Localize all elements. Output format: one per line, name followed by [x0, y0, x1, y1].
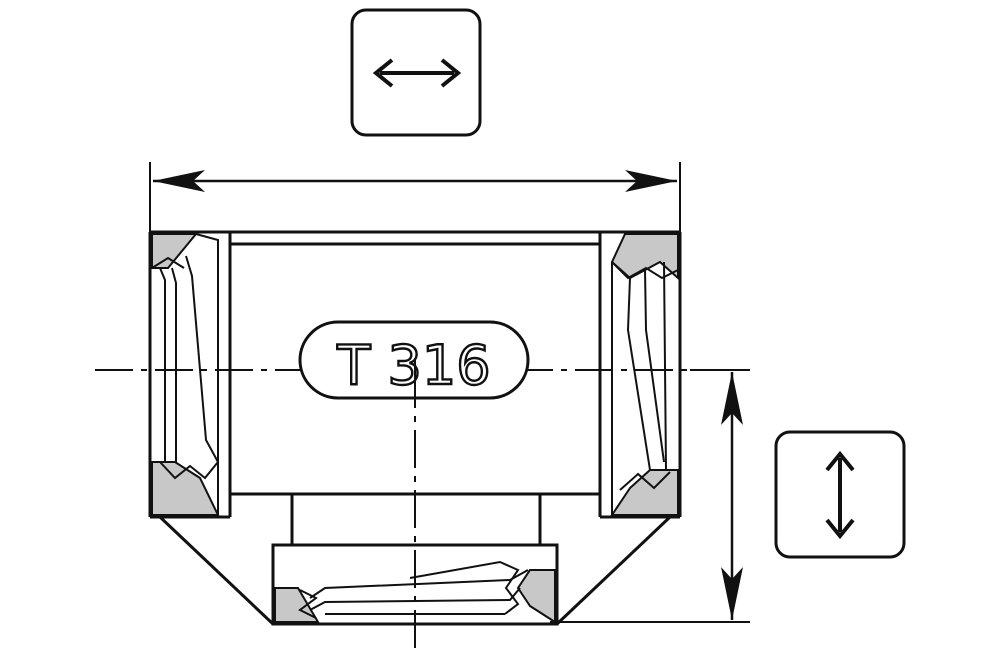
bottom-port-section [274, 560, 556, 624]
right-port-section [610, 233, 679, 516]
width-dimension [149, 162, 681, 232]
part-marking-plate: T 316 [298, 320, 530, 400]
height-dimension [550, 369, 750, 623]
width-symbol-box [350, 8, 482, 137]
part-marking-text: T 316 [336, 334, 490, 397]
tee-body [148, 230, 682, 626]
left-port-section [151, 233, 220, 516]
height-symbol-box [774, 430, 906, 559]
horizontal-double-arrow-icon [372, 58, 462, 88]
vertical-double-arrow-icon [825, 450, 855, 540]
